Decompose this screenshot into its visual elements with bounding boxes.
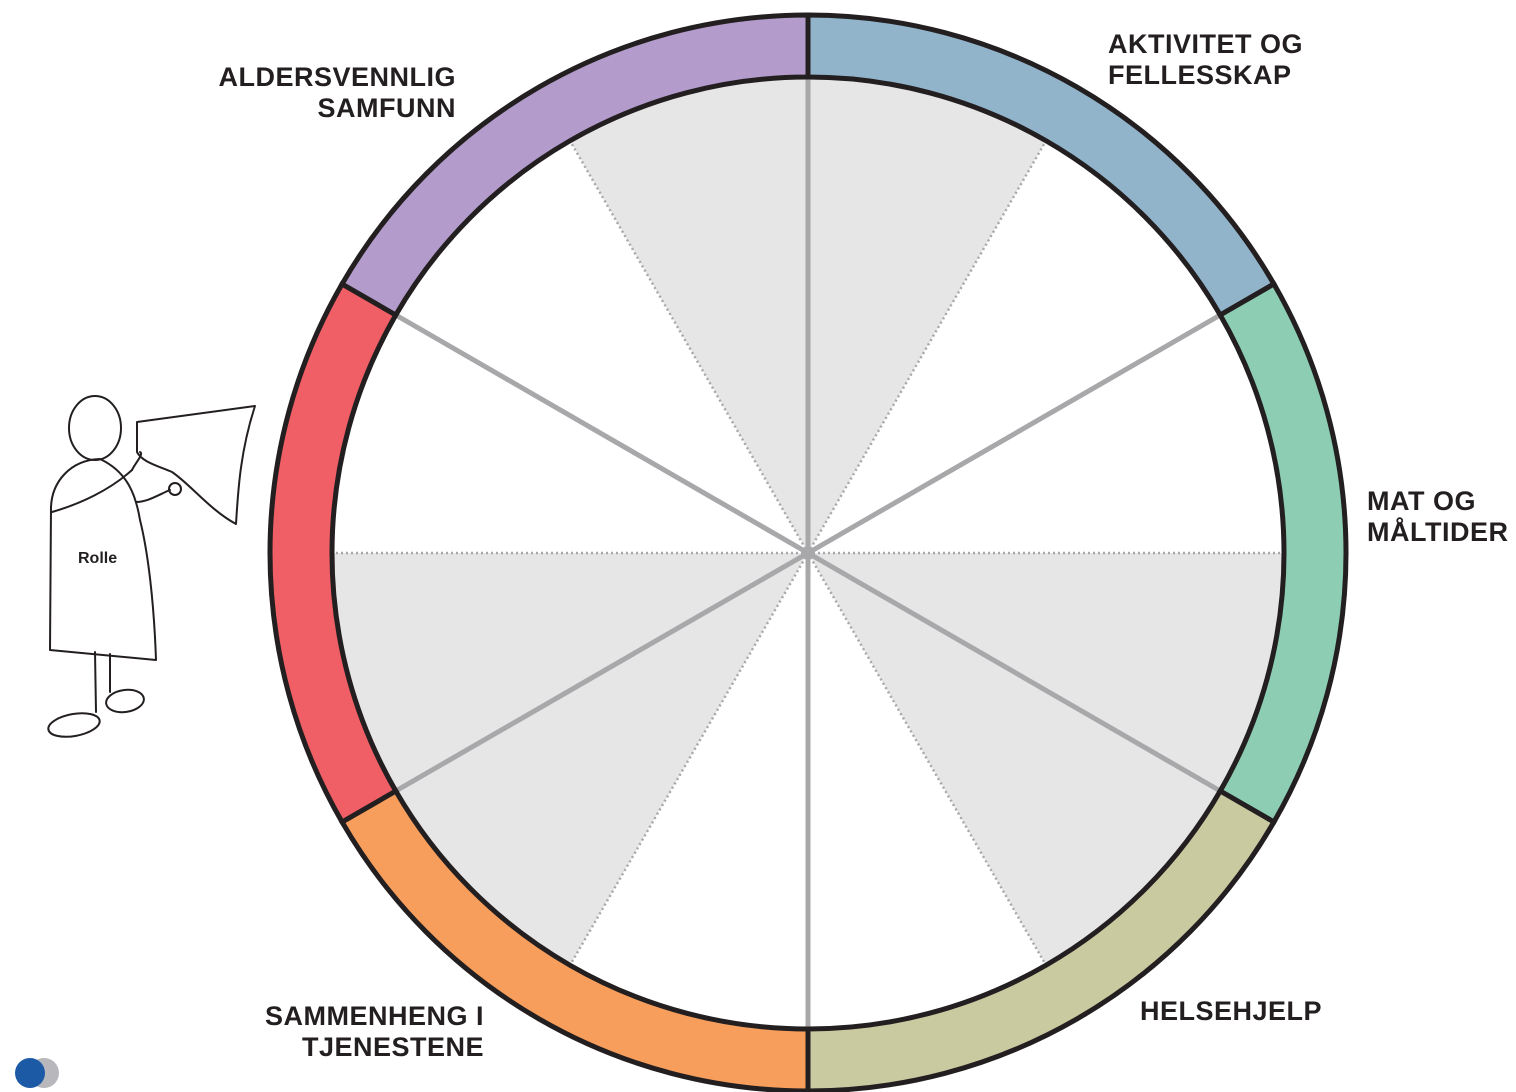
gray-wedge-0 [808, 77, 1046, 553]
gray-wedge-1 [808, 553, 1284, 791]
dotted-divider-3 [568, 552, 810, 966]
gray-wedge-3 [395, 553, 808, 966]
label-aktivitet-og-fellesskap: AKTIVITET OG FELLESSKAP [1108, 29, 1303, 90]
wheel-spokes [332, 77, 1284, 1029]
person-holding-sign-icon [47, 395, 256, 738]
section-spoke-1 [806, 312, 1222, 556]
section-spoke-4 [394, 550, 810, 794]
label-sammenheng-i-tjenestene: SAMMENHENG I TJENESTENE [264, 1001, 484, 1062]
wheel-ring [267, 12, 1349, 1092]
ring-segment-aldersvennlig [338, 12, 811, 319]
label-aldersvennlig-samfunn: ALDERSVENNLIG SAMFUNN [218, 62, 456, 123]
section-spoke-5 [394, 312, 810, 556]
dotted-divider-2 [806, 552, 1048, 966]
dotted-divider-0 [806, 140, 1048, 554]
label-mat-og-maltider: MAT OG MÅLTIDER [1367, 486, 1509, 547]
label-helsehjelp: HELSEHJELP [1140, 996, 1323, 1026]
role-label: Rolle [78, 550, 118, 567]
gray-wedge-2 [808, 553, 1221, 966]
two-circles-logo-icon [15, 1058, 59, 1088]
section-spoke-2 [806, 550, 1222, 794]
gray-wedge-4 [332, 553, 808, 791]
dotted-divider-5 [568, 140, 810, 554]
gray-wedge-5 [570, 77, 808, 553]
